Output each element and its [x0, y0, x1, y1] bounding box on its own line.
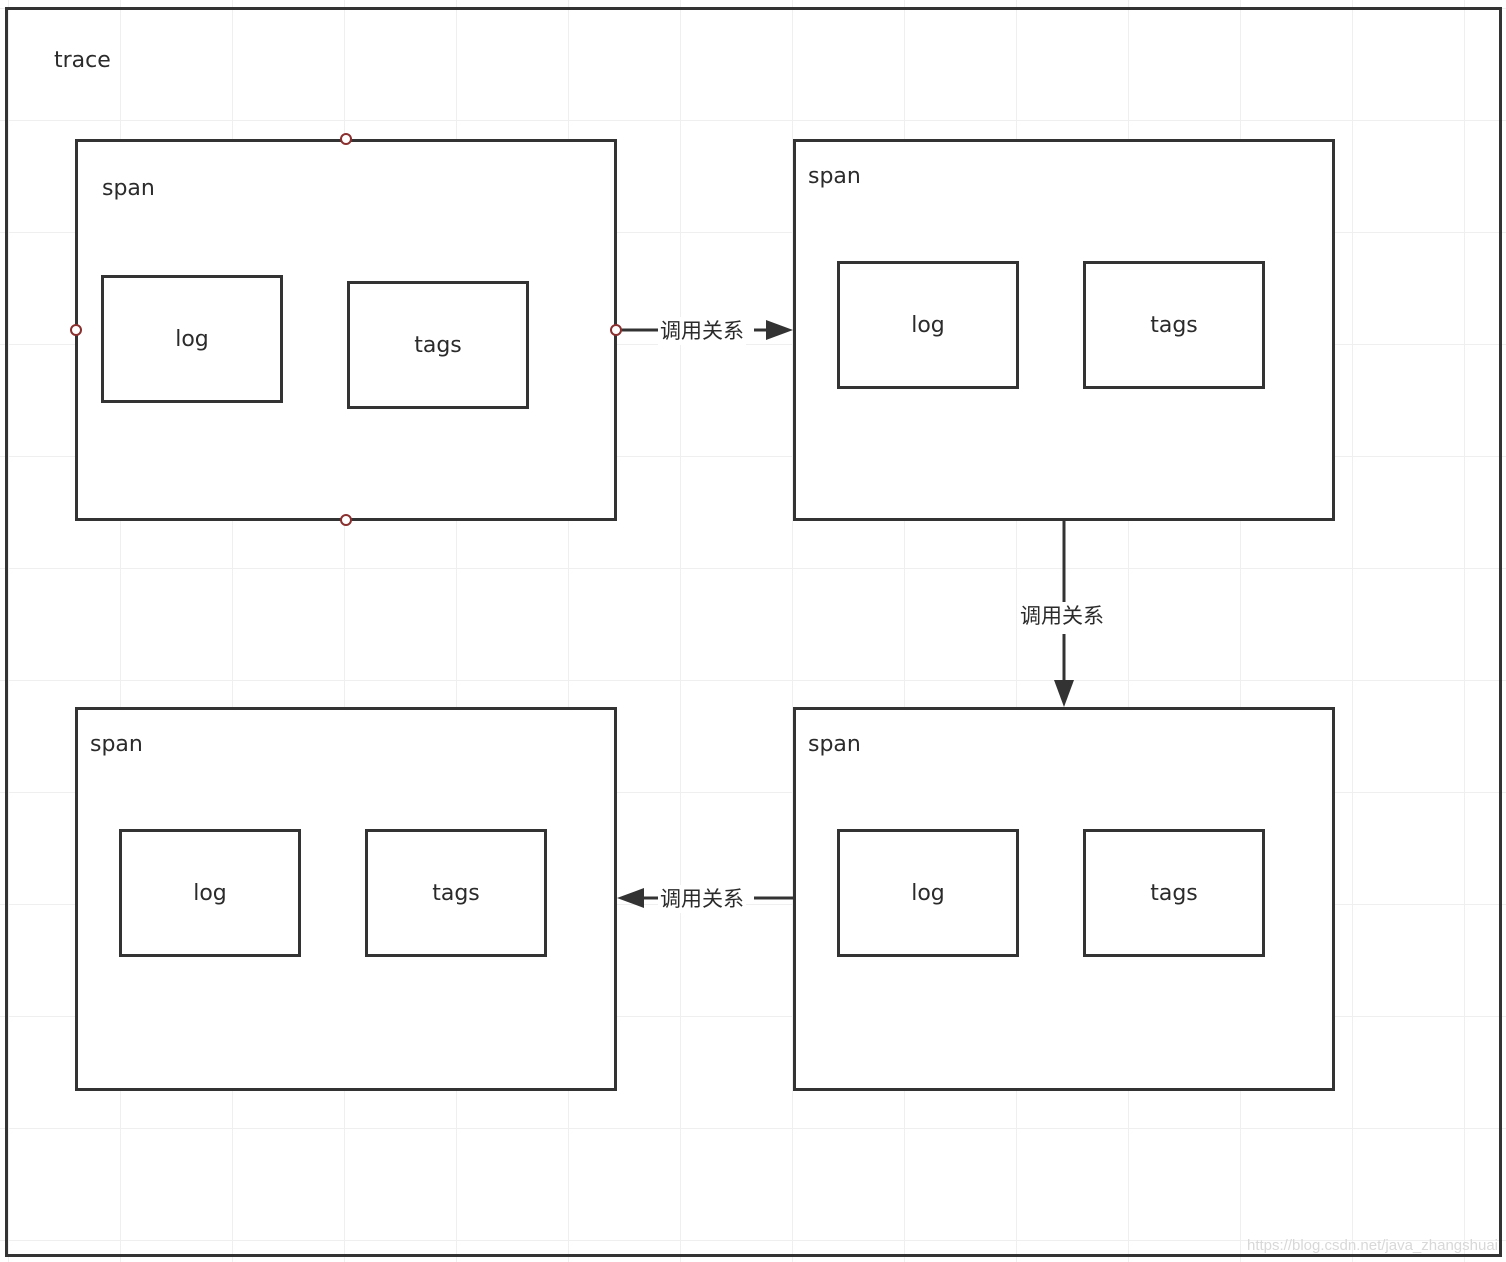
tags-box-3[interactable]: tags — [1083, 829, 1265, 957]
trace-container — [5, 7, 1502, 1257]
tags-box-2[interactable]: tags — [1083, 261, 1265, 389]
resize-handle-right[interactable] — [610, 324, 622, 336]
log-box-1[interactable]: log — [101, 275, 283, 403]
edge-1-arrowhead — [766, 320, 793, 340]
span-label-3: span — [808, 732, 861, 757]
trace-label: trace — [54, 48, 111, 73]
edge-3-arrowhead — [617, 888, 644, 908]
tags-box-1[interactable]: tags — [347, 281, 529, 409]
resize-handle-left[interactable] — [70, 324, 82, 336]
log-box-4[interactable]: log — [119, 829, 301, 957]
edge-1-label: 调用关系 — [658, 317, 746, 345]
log-box-2[interactable]: log — [837, 261, 1019, 389]
log-box-3[interactable]: log — [837, 829, 1019, 957]
edge-2-arrowhead — [1054, 680, 1074, 707]
span-label-2: span — [808, 164, 861, 189]
tags-box-4[interactable]: tags — [365, 829, 547, 957]
span-label-1: span — [102, 176, 155, 201]
resize-handle-bottom[interactable] — [340, 514, 352, 526]
resize-handle-top[interactable] — [340, 133, 352, 145]
edge-2-label: 调用关系 — [1018, 602, 1106, 630]
edge-3-label: 调用关系 — [658, 885, 746, 913]
span-label-4: span — [90, 732, 143, 757]
watermark: https://blog.csdn.net/java_zhangshuai — [1246, 1237, 1498, 1254]
